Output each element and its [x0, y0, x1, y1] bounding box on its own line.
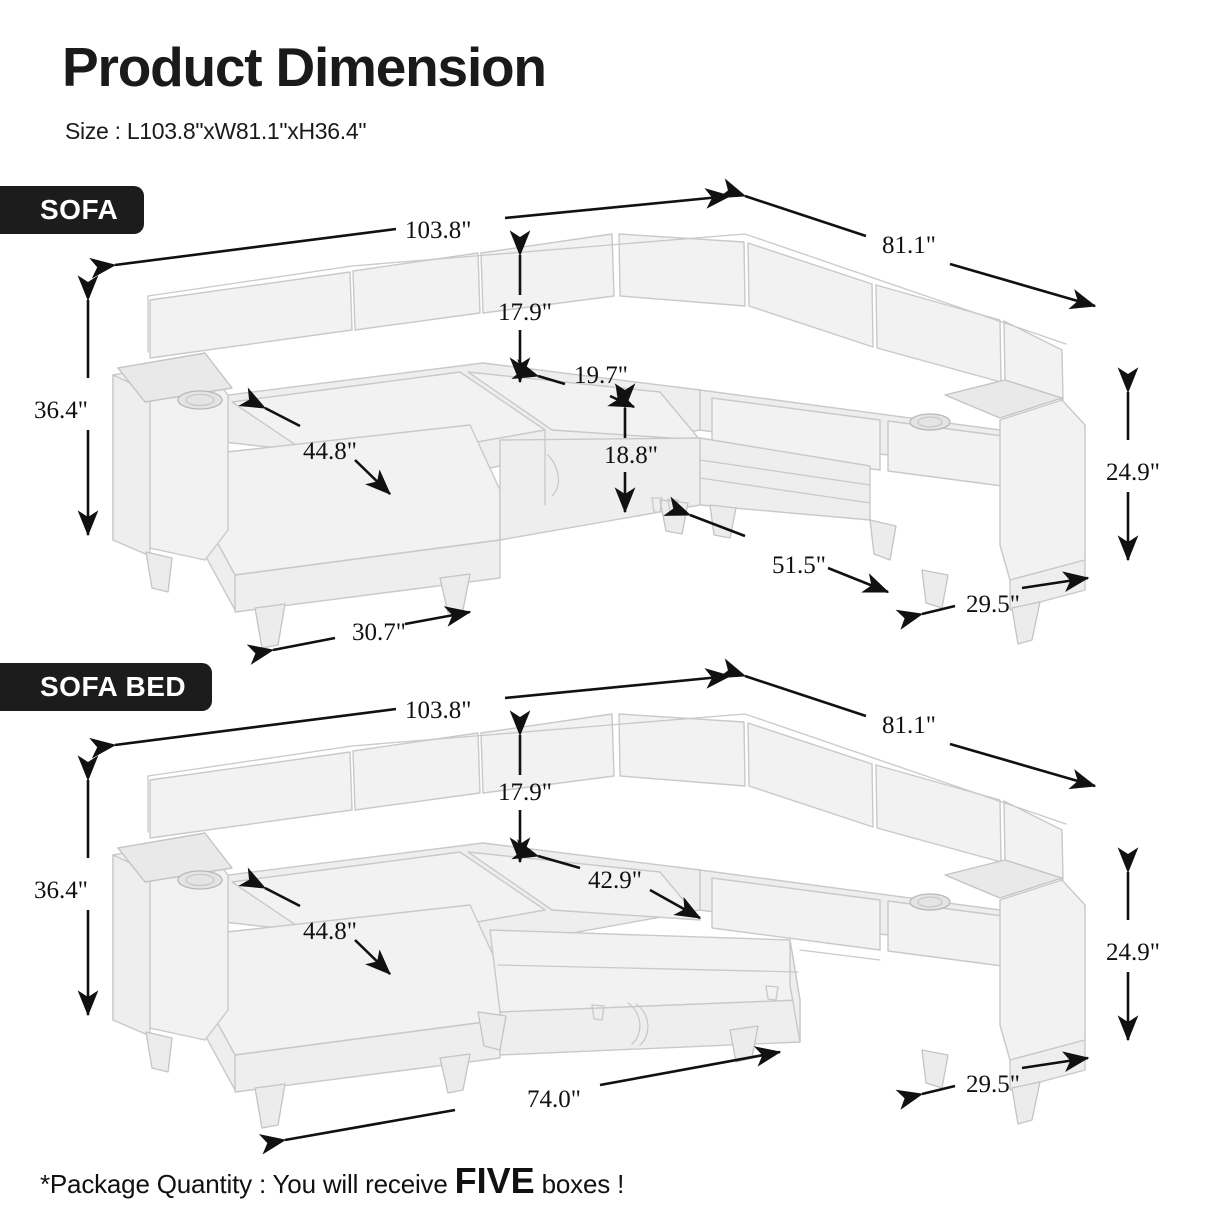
package-note-suffix: boxes ! [534, 1169, 625, 1199]
sofabed-arm-base-label: 29.5" [966, 1071, 1020, 1098]
sofa-bed-illustration [112, 713, 1086, 1129]
sofa-chaise-width-label: 30.7" [352, 619, 406, 646]
section-badge-sofa-bed: SOFA BED [0, 663, 213, 711]
sofa-seat-height-label: 18.8" [604, 442, 658, 469]
sofa-arm-height-label: 24.9" [1106, 459, 1160, 486]
sofabed-arm-height-label: 24.9" [1106, 939, 1160, 966]
sofa-bed-dimension-lines [77, 658, 1139, 1155]
sofabed-length-label: 103.8" [405, 697, 471, 724]
package-note-prefix: *Package Quantity : You will receive [40, 1169, 455, 1199]
size-subtitle: Size : L103.8"xW81.1"xH36.4" [65, 118, 367, 144]
sofa-dimension-labels: 103.8" 81.1" 36.4" 17.9" 19.7" 18.8" 44.… [34, 217, 1160, 646]
sofa-backrest-label: 17.9" [498, 299, 552, 326]
sofa-chaise-depth-label: 44.8" [303, 438, 357, 465]
sofa-arm-base-label: 29.5" [966, 591, 1020, 618]
package-note-count: FIVE [454, 1160, 535, 1201]
sofa-bed-dimension-labels: 103.8" 81.1" 36.4" 17.9" 42.9" 44.8" 74.… [34, 697, 1160, 1113]
sofa-width-label: 81.1" [882, 232, 936, 259]
package-quantity-note: *Package Quantity : You will receive FIV… [40, 1160, 624, 1202]
sofa-seat-depth-label: 19.7" [574, 362, 628, 389]
sofabed-backrest-label: 17.9" [498, 779, 552, 806]
sofa-height-label: 36.4" [34, 397, 88, 424]
sofa-center-base-label: 51.5" [772, 552, 826, 579]
page-title: Product Dimension [62, 36, 547, 98]
sofa-dimension-lines [77, 178, 1139, 665]
sofa-illustration [112, 233, 1086, 649]
sofabed-chaise-depth-label: 44.8" [303, 918, 357, 945]
sofabed-bed-length-label: 74.0" [527, 1086, 581, 1113]
sofabed-height-label: 36.4" [34, 877, 88, 904]
sofabed-bed-depth-label: 42.9" [588, 867, 642, 894]
sofa-length-label: 103.8" [405, 217, 471, 244]
section-badge-sofa: SOFA [0, 186, 145, 234]
sofabed-width-label: 81.1" [882, 712, 936, 739]
